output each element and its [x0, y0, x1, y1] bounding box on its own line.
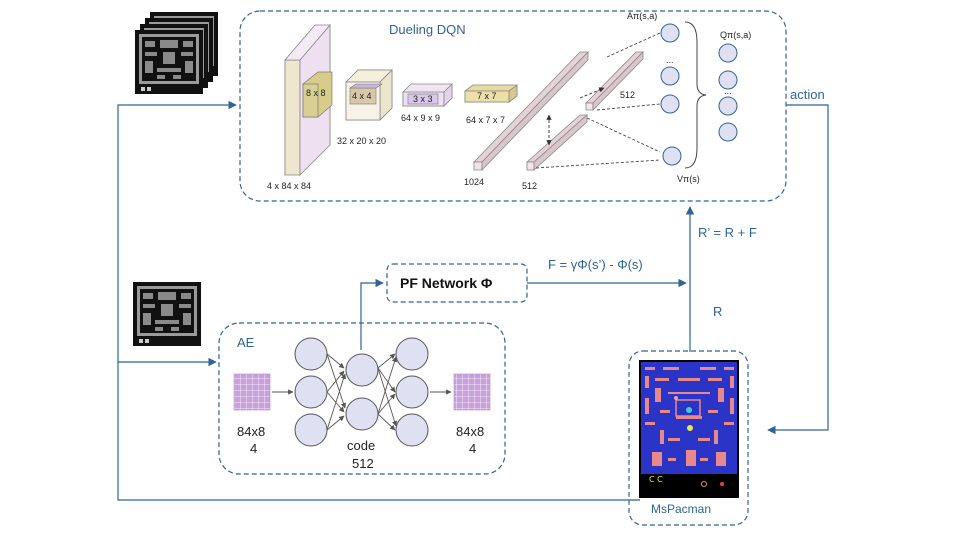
ae-input-grid [233, 373, 271, 411]
q-neurons [718, 43, 738, 142]
ae-input-size-line1: 84x8 [237, 424, 266, 439]
ae-decoder-neurons [395, 337, 429, 447]
ae-title: AE [237, 335, 255, 350]
shaping-formula: F = γΦ(s’) - Φ(s) [548, 257, 643, 272]
filter-label-3: 3 x 3 [413, 94, 433, 104]
conv-block-2 [345, 69, 393, 121]
filter-label-2: 4 x 4 [352, 91, 372, 101]
layer-size-4: 64 x 7 x 7 [466, 115, 506, 125]
layer-size-3: 64 x 9 x 9 [401, 113, 441, 123]
pf-network-label: PF Network Φ [400, 275, 493, 291]
env-screen: C C [639, 360, 739, 498]
ae-box [218, 322, 506, 475]
filter-label-1: 8 x 8 [306, 88, 326, 98]
ae-input-size-line2: 4 [250, 441, 258, 456]
fc-512-value-label: 512 [522, 181, 538, 191]
ae-code-line2: 512 [352, 456, 374, 471]
aggregation-brace [684, 21, 707, 169]
ae-encoder-neurons [294, 337, 328, 447]
layer-size-2: 32 x 20 x 20 [337, 136, 387, 146]
fc-1024-bar [473, 51, 589, 171]
state-to-dqn-arrow [117, 100, 640, 501]
code-to-pf-arrow [360, 278, 384, 350]
ae-connections [272, 353, 452, 431]
fc-512-value-bar [525, 114, 589, 171]
q-label: Qπ(s,a) [720, 30, 752, 40]
dqn-title: Dueling DQN [389, 22, 466, 37]
layer-size-1: 4 x 84 x 84 [267, 181, 312, 191]
svg-text:C C: C C [649, 475, 663, 484]
value-neuron [662, 146, 682, 166]
advantage-neurons [660, 23, 680, 114]
advantage-label: Aπ(s,a) [627, 11, 658, 21]
value-label: Vπ(s) [677, 174, 700, 184]
reward-shaped-label: R’ = R + F [698, 225, 757, 240]
ae-output-grid [453, 373, 491, 411]
fc-1024-label: 1024 [464, 177, 485, 187]
input-frame-stack [135, 12, 218, 94]
ae-code-line1: code [347, 438, 376, 453]
ae-output-size-line1: 84x8 [456, 424, 485, 439]
input-frame-single [133, 282, 201, 346]
advantage-ellipsis: ... [666, 55, 674, 65]
conv-block-input [284, 23, 333, 176]
reward-label: R [713, 304, 723, 319]
ae-output-size-line2: 4 [469, 441, 477, 456]
action-arrow [767, 104, 829, 435]
conv-block-4 [464, 84, 518, 103]
filter-label-4: 7 x 7 [477, 91, 497, 101]
pf-network-box [386, 263, 528, 303]
dqn-box [239, 10, 787, 202]
q-ellipsis: ... [724, 86, 732, 96]
env-label: MsPacman [651, 502, 712, 516]
fc-512-advantage-label: 512 [620, 90, 636, 100]
conv-block-3 [402, 83, 453, 107]
ae-code-neurons [345, 353, 379, 431]
action-label: action [790, 87, 825, 102]
fc-512-advantage-bar [585, 51, 644, 111]
env-box [628, 350, 749, 526]
dqn-internal-arrows [535, 32, 661, 169]
